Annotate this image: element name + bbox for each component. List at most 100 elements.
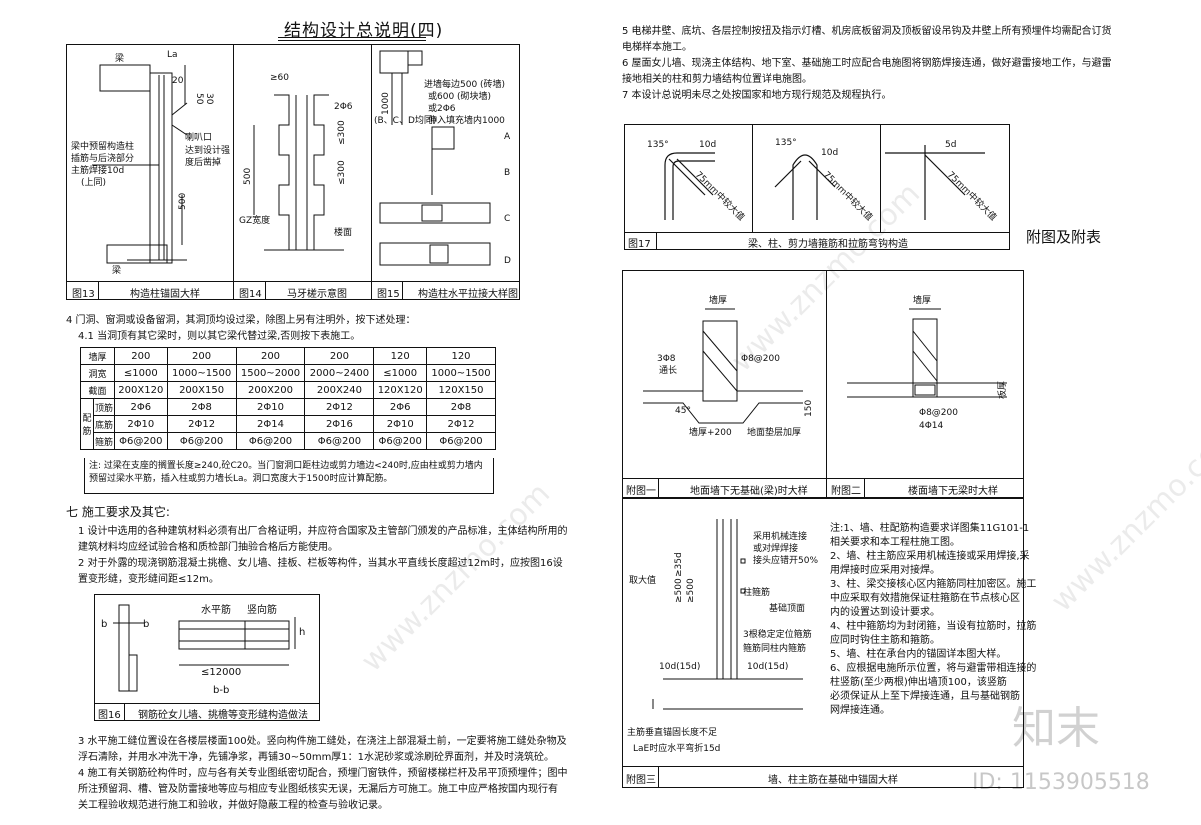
paragraph-line: 所注预留洞、槽、管及防雷接地等应与相应专业图纸核实无误，无漏后方可施工。施工中应…: [78, 784, 558, 795]
app3-label: 柱箍筋: [743, 586, 770, 598]
app2-number: 附图二: [831, 486, 861, 497]
app2-drawing: 墙厚 板厚 Φ8@200 4Φ14: [847, 294, 1008, 431]
table-cell: 2Φ8: [166, 398, 237, 416]
caption-bar: [622, 478, 1024, 479]
appendix-title: 附图及附表: [1026, 228, 1102, 246]
caption-divider: [864, 478, 865, 498]
paragraph-line: 2 对于外露的现浇钢筋混凝土挑檐、女儿墙、挂板、栏板等构件，当其水平直线长度超过…: [78, 558, 563, 569]
table-row-label: 箍筋: [93, 432, 115, 450]
table-cell: Φ6@200: [426, 432, 496, 450]
fig13-label: 梁: [112, 264, 121, 276]
app3-label: 基础顶面: [769, 602, 805, 614]
fig14-drawing: ≥60 2Φ6 ≤300 ≤300 500 GZ宽度 楼面: [239, 73, 353, 251]
table-cell: 200X200: [235, 381, 306, 399]
fig13-label: La: [167, 50, 178, 60]
table-cell: 200X240: [304, 381, 375, 399]
fig15-caption: 构造柱水平拉接大样图: [418, 289, 518, 300]
note-line: 中应采取有效措施保证柱箍筋在节点核心区: [830, 593, 1020, 604]
table-cell: 200: [304, 347, 375, 365]
app2-label: Φ8@200: [919, 408, 958, 418]
caption-bar: [94, 703, 320, 704]
app1-label: Φ8@200: [741, 354, 780, 364]
table-cell: 2Φ6: [114, 398, 168, 416]
fig16-label: h: [299, 627, 305, 638]
app1-label: 通长: [659, 364, 677, 376]
fig17-label: 10d: [821, 148, 838, 158]
fig16-drawing: b b 水平筋 竖向筋 h ≤12000 b-b: [101, 603, 305, 696]
paragraph-line: 置变形缝，变形缝间距≤12m。: [78, 574, 219, 585]
table-cell: 2Φ16: [304, 415, 375, 433]
fig17-label: 5d: [945, 140, 956, 150]
caption-divider: [265, 281, 266, 300]
app3-label: ≥500: [674, 578, 684, 603]
app3-label: LaE时应水平弯折15d: [633, 742, 720, 754]
panel-divider: [880, 124, 881, 232]
table-cell: ≤1000: [114, 364, 168, 382]
table-cell: Φ6@200: [304, 432, 375, 450]
paragraph-line: 7 本设计总说明未尽之处按国家和地方现行规范及规程执行。: [622, 90, 892, 101]
table-cell: 2Φ14: [235, 415, 306, 433]
paragraph-line: 电梯样本施工。: [622, 42, 692, 53]
table-cell: 2Φ12: [426, 415, 496, 433]
fig16-label: 竖向筋: [247, 603, 277, 616]
app3-label: 箍筋同柱内箍筋: [743, 642, 806, 654]
app3-label: 接头应错开50%: [753, 554, 818, 566]
app1-drawing: 墙厚 3Φ8 通长 Φ8@200 45° 墙厚+200 地面垫层加厚 150: [643, 294, 814, 438]
fig14-label: 楼面: [334, 226, 352, 238]
table-row-label: 底筋: [93, 415, 115, 433]
fig14-caption: 马牙槎示意图: [287, 289, 347, 300]
section7-items: 1 设计中选用的各种建筑材料必须有出厂合格证明，并应符合国家及主管部门颁发的产品…: [78, 524, 568, 588]
note-line: 用焊接时应采用对接焊。: [830, 565, 940, 576]
paragraph-line: 浮石清除，并用水冲洗干净，先铺净浆，再铺30~50mm厚1：1水泥砂浆或涂刷砼界…: [78, 752, 555, 763]
paragraph-line: 5 电梯井壁、底坑、各层控制按扭及指示灯槽、机房底板留洞及顶板留设吊钩及井壁上所…: [622, 26, 1112, 37]
paragraph-line: 4 施工有关钢筋砼构件时，应与各有关专业图纸密切配合，预埋门窗铁件，预留楼梯栏杆…: [78, 768, 568, 779]
fig14-label: ≥60: [270, 73, 289, 83]
fig16-caption: 钢筋砼女儿墙、挑檐等变形缝构造做法: [138, 710, 308, 721]
fig13-label: 插筋与后浇部分: [71, 152, 134, 164]
fig13-label: 度后凿掉: [185, 156, 221, 168]
fig16-number: 图16: [98, 710, 121, 721]
app1-label: 150: [804, 400, 814, 417]
note-line: 注:1、墙、柱配筋构造要求详图集11G101-1: [830, 523, 1030, 534]
id-text: ID: 1153905518: [972, 770, 1150, 795]
table-cell: 1000~1500: [166, 364, 237, 382]
table-cell: 200: [166, 347, 237, 365]
app3-label: 10d(15d): [659, 662, 700, 672]
app1-label: 地面垫层加厚: [747, 426, 801, 438]
paragraph-line: 接地相关的柱和剪力墙结构位置详电施图。: [622, 74, 812, 85]
caption-divider: [658, 766, 659, 788]
table-cell: 120: [426, 347, 496, 365]
table-cell: 2Φ6: [373, 398, 428, 416]
table-row-label: 墙厚: [80, 347, 115, 365]
caption-divider: [124, 703, 125, 721]
note-line: 网焊接连通。: [830, 705, 890, 716]
app3-label: 取大值: [629, 574, 656, 586]
panel-divider: [826, 270, 827, 498]
note-line: 相关要求和本工程柱施工图。: [830, 537, 960, 548]
table-cell: Φ6@200: [166, 432, 237, 450]
section4-heading: 4 门洞、窗洞或设备留洞，其洞顶均设过梁，除图上另有注明外，按下述处理：: [66, 315, 416, 326]
app2-caption: 楼面墙下无梁时大样: [908, 486, 998, 497]
note-line: 内的设置达到设计要求。: [830, 607, 940, 618]
app1-label: 45°: [675, 406, 691, 416]
fig13-label: 500: [178, 193, 188, 210]
fig17-label: 75mm中较大值: [693, 169, 747, 223]
note-line: 应同时钩住主筋和箍筋。: [830, 635, 940, 646]
fig15-label: C: [504, 214, 510, 224]
watermark: www.znzmo.com: [1044, 416, 1201, 619]
caption-divider: [656, 232, 657, 250]
caption-divider: [402, 281, 403, 300]
table-cell: 2Φ12: [304, 398, 375, 416]
app3-label: 3根稳定定位箍筋: [743, 628, 812, 640]
fig16-label: b-b: [213, 685, 229, 696]
app3-label: 10d(15d): [747, 662, 788, 672]
table-cell: 120X150: [426, 381, 496, 399]
caption-divider: [658, 478, 659, 498]
table-row: 配筋 顶筋 2Φ6 2Φ8 2Φ10 2Φ12 2Φ6 2Φ8: [80, 398, 496, 450]
panel-divider: [371, 44, 372, 300]
app3-number: 附图三: [626, 775, 656, 786]
fig13-label: 50: [194, 93, 204, 105]
table-row-label: 洞宽: [80, 364, 115, 382]
table-row-label: 截面: [80, 381, 115, 399]
fig16-panel: [94, 594, 320, 721]
